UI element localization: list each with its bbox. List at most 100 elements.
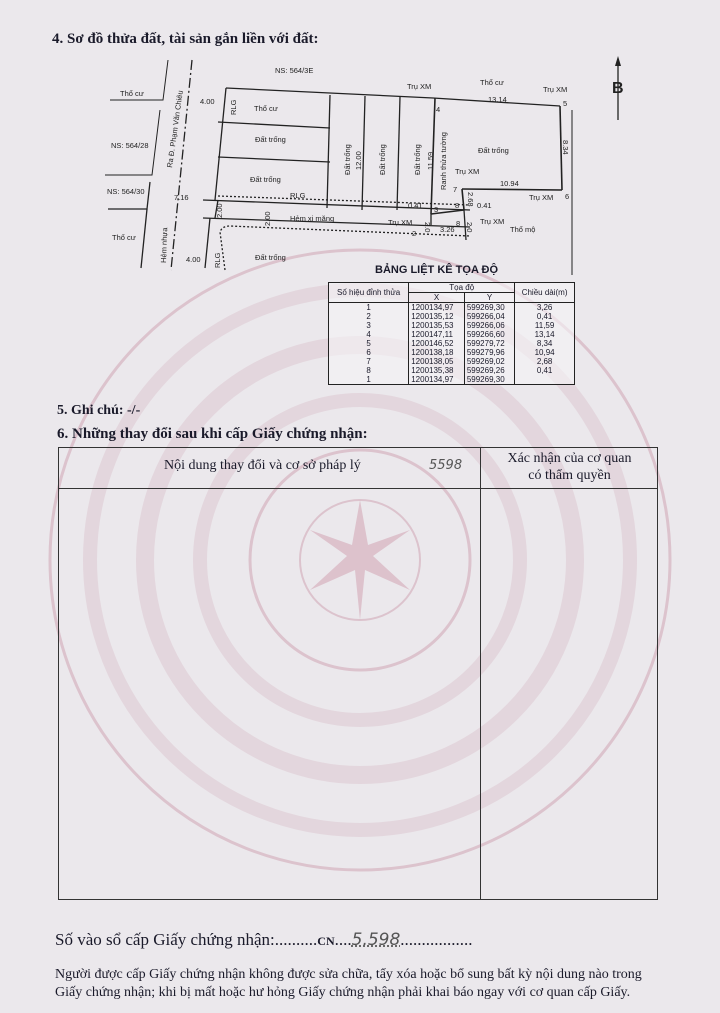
dim-label: 4.00 xyxy=(186,255,201,264)
x-cell: 1200146,52 xyxy=(408,339,465,348)
dim-label: 2.00 xyxy=(215,203,224,218)
point-cell: 6 xyxy=(327,348,410,357)
footer-note-line: Giấy chứng nhận; khi bị mất hoặc hư hỏng… xyxy=(55,985,631,1000)
dim-label: 3.26 xyxy=(440,225,455,234)
label-tho-cu: Thổ cư xyxy=(120,89,144,98)
register-number: 5.598 xyxy=(351,930,401,950)
coordinate-table-title: BẢNG LIỆT KÊ TỌA ĐỘ xyxy=(375,264,499,276)
label-rlg: RLG xyxy=(290,191,306,200)
column-divider xyxy=(480,448,481,899)
y-cell: 599266,04 xyxy=(463,312,516,321)
point-label: 7 xyxy=(453,185,457,194)
label-hem-nhua: Hẻm nhựa xyxy=(159,226,169,263)
point-cell: 4 xyxy=(327,330,410,339)
dim-label: 10.94 xyxy=(500,179,519,188)
register-prefix: CN xyxy=(317,934,335,948)
dim-label: 2.0 xyxy=(465,222,474,232)
label-tru-xm: Trụ XM xyxy=(407,82,431,91)
changes-table: Nội dung thay đổi và cơ sở pháp lý 5598 … xyxy=(58,447,658,900)
length-cell: 10,94 xyxy=(514,348,575,357)
north-label: B xyxy=(612,80,624,97)
x-cell: 1200135,38 xyxy=(408,366,465,375)
header-line: có thẩm quyền xyxy=(528,468,611,483)
section-5-title: 5. Ghi chú: -/- xyxy=(57,403,141,418)
y-cell: 599266,06 xyxy=(463,321,516,330)
x-cell: 1200134,97 xyxy=(408,375,465,385)
label-ns-564-28: NS: 564/28 xyxy=(111,141,149,150)
label-dat-trong: Đất trống xyxy=(478,146,509,155)
label-dat-trong: Đất trống xyxy=(250,175,281,184)
point-cell: 7 xyxy=(327,357,410,366)
label-dat-trong: Đất trống xyxy=(413,144,422,175)
top-boundary xyxy=(225,87,561,107)
header-change-content: Nội dung thay đổi và cơ sở pháp lý xyxy=(164,458,361,473)
header-coord: Tọa độ xyxy=(408,282,516,293)
label-tho-mo: Thổ mộ xyxy=(510,225,535,234)
point-cell: 3 xyxy=(327,321,410,330)
length-cell xyxy=(514,375,575,385)
label-ranh-thua-tuong: Ranh thửa tường xyxy=(439,132,448,190)
label-rlg: RLG xyxy=(229,99,238,115)
label-dat-trong: Đất trống xyxy=(343,144,352,175)
point-cell: 1 xyxy=(327,302,410,312)
section-4-title: 4. Sơ đồ thửa đất, tài sản gắn liền với … xyxy=(52,31,319,47)
section-6-title: 6. Những thay đổi sau khi cấp Giấy chứng… xyxy=(57,426,368,442)
dim-label: 11.59 xyxy=(426,152,435,170)
edge-6-7 xyxy=(461,188,563,191)
dim-label: 8.34 xyxy=(561,140,570,155)
register-label: Số vào sổ cấp Giấy chứng nhận: xyxy=(55,930,275,949)
point-label: 4 xyxy=(436,105,440,114)
length-cell: 2,68 xyxy=(514,357,575,366)
y-cell: 599269,30 xyxy=(463,375,516,385)
header-y: Y xyxy=(463,292,516,303)
point-label: 5 xyxy=(563,99,567,108)
edge-3-4 xyxy=(430,97,436,215)
label-tru-xm: Trụ XM xyxy=(455,167,479,176)
length-cell: 13,14 xyxy=(514,330,575,339)
footer-note-line: Người được cấp Giấy chứng nhận không đượ… xyxy=(55,967,642,982)
handwritten-number: 5598 xyxy=(429,458,463,473)
label-dat-trong: Đất trống xyxy=(378,144,387,175)
label-dat-trong: Đất trống xyxy=(255,135,286,144)
point-cell: 5 xyxy=(327,339,410,348)
header-point: Số hiệu đỉnh thửa xyxy=(327,282,410,303)
label-tru-xm: Trụ XM xyxy=(543,85,567,94)
footer-note: Người được cấp Giấy chứng nhận không đượ… xyxy=(55,966,715,1002)
length-cell: 0,41 xyxy=(514,366,575,375)
y-cell: 599269,30 xyxy=(463,302,516,312)
label-ns-564-30: NS: 564/30 xyxy=(107,187,145,196)
register-number-line: Số vào sổ cấp Giấy chứng nhận:..........… xyxy=(55,930,473,950)
dim-label: 2.68 xyxy=(466,192,475,207)
x-cell: 1200135,12 xyxy=(408,312,465,321)
header-x: X xyxy=(408,292,465,303)
x-cell: 1200134,97 xyxy=(408,302,465,312)
coordinate-table: Số hiệu đỉnh thửa Tọa độ Chiều dài(m) X … xyxy=(327,282,575,385)
label-tho-cu: Thổ cư xyxy=(254,104,278,113)
changes-table-header: Nội dung thay đổi và cơ sở pháp lý 5598 … xyxy=(59,448,657,489)
x-cell: 1200147,11 xyxy=(408,330,465,339)
y-cell: 599269,26 xyxy=(463,366,516,375)
neighbor-boundary xyxy=(110,59,169,101)
point-label: 3 xyxy=(434,205,438,214)
label-tho-cu: Thổ cư xyxy=(112,233,136,242)
header-length: Chiều dài(m) xyxy=(514,282,575,303)
dim-label: 2.0 xyxy=(423,222,432,232)
land-plot-diagram: B NS: 564/3E Thổ cư NS: 564/28 NS: 564/3… xyxy=(105,56,624,275)
y-cell: 599279,72 xyxy=(463,339,516,348)
point-label: 6 xyxy=(565,192,569,201)
label-tru-xm: Trụ XM xyxy=(388,218,412,227)
edge-5-6 xyxy=(559,105,563,191)
dim-label: 13.14 xyxy=(488,95,507,104)
point-cell: 8 xyxy=(327,366,410,375)
x-cell: 1200138,18 xyxy=(408,348,465,357)
header-authority-confirmation: Xác nhận của cơ quan có thẩm quyền xyxy=(480,450,659,484)
dim-label: 0.41 xyxy=(408,201,423,210)
